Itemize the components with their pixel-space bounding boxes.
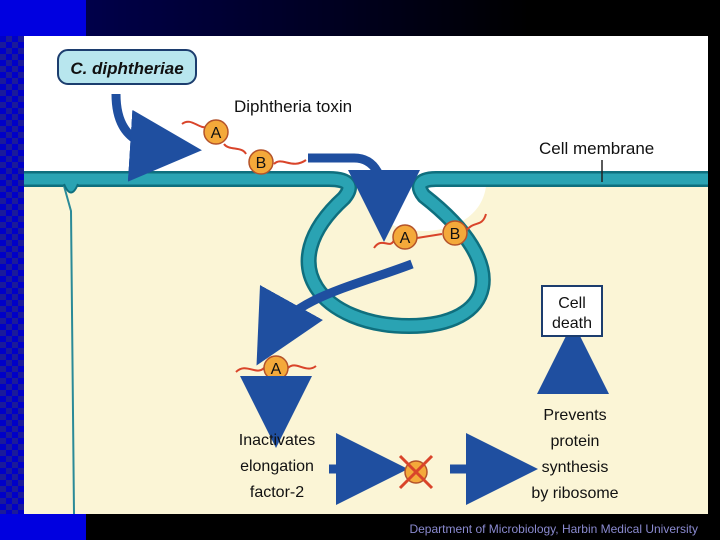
arrow-secretion bbox=[111, 93, 202, 182]
svg-text:synthesis: synthesis bbox=[542, 459, 609, 476]
inhibited-ribosome-icon bbox=[398, 454, 434, 490]
svg-text:Cell: Cell bbox=[558, 295, 586, 312]
svg-text:Prevents: Prevents bbox=[543, 407, 606, 424]
subunit-a-bead bbox=[392, 224, 418, 250]
arrow-endocytosis bbox=[308, 153, 420, 242]
svg-text:factor-2: factor-2 bbox=[250, 484, 304, 501]
subunit-b-label: B bbox=[256, 155, 267, 172]
subunit-a-label: A bbox=[211, 125, 222, 142]
diphtheria-toxin-diagram: C. diphtheriae Diphtheria toxin Cell mem… bbox=[24, 49, 708, 514]
cell-membrane bbox=[24, 171, 708, 514]
subunit-b-bead bbox=[442, 220, 468, 246]
organism-box: C. diphtheriae bbox=[57, 49, 197, 85]
subunit-a-label: A bbox=[400, 230, 411, 247]
footer-text: Department of Microbiology, Harbin Medic… bbox=[409, 522, 698, 536]
toxin-label: Diphtheria toxin bbox=[234, 97, 352, 116]
slide-checker-pattern bbox=[0, 36, 24, 514]
subunit-b-bead bbox=[248, 149, 274, 175]
svg-text:by ribosome: by ribosome bbox=[531, 485, 618, 502]
toxin-free: A B bbox=[181, 119, 307, 175]
cell-death-box: Cell death bbox=[541, 285, 603, 337]
subunit-a-label: A bbox=[271, 361, 282, 378]
arrow-release bbox=[256, 259, 414, 366]
slide-top-band bbox=[86, 0, 720, 36]
toxin-in-vesicle: A B bbox=[373, 213, 487, 250]
membrane-label: Cell membrane bbox=[539, 139, 654, 158]
svg-text:Inactivates: Inactivates bbox=[239, 432, 315, 449]
subunit-b-label: B bbox=[450, 226, 461, 243]
prevents-text: Prevents protein synthesis by ribosome bbox=[531, 407, 618, 502]
diagram-figure: C. diphtheriae Diphtheria toxin Cell mem… bbox=[24, 36, 708, 514]
subunit-a-cytoplasm: A bbox=[235, 355, 317, 381]
svg-text:protein: protein bbox=[551, 433, 600, 450]
svg-text:death: death bbox=[552, 315, 592, 332]
svg-text:elongation: elongation bbox=[240, 458, 314, 475]
cytoplasm bbox=[24, 186, 708, 514]
subunit-a-bead bbox=[203, 119, 229, 145]
organism-label: C. diphtheriae bbox=[70, 59, 183, 78]
inactivates-text: Inactivates elongation factor-2 bbox=[239, 432, 315, 501]
